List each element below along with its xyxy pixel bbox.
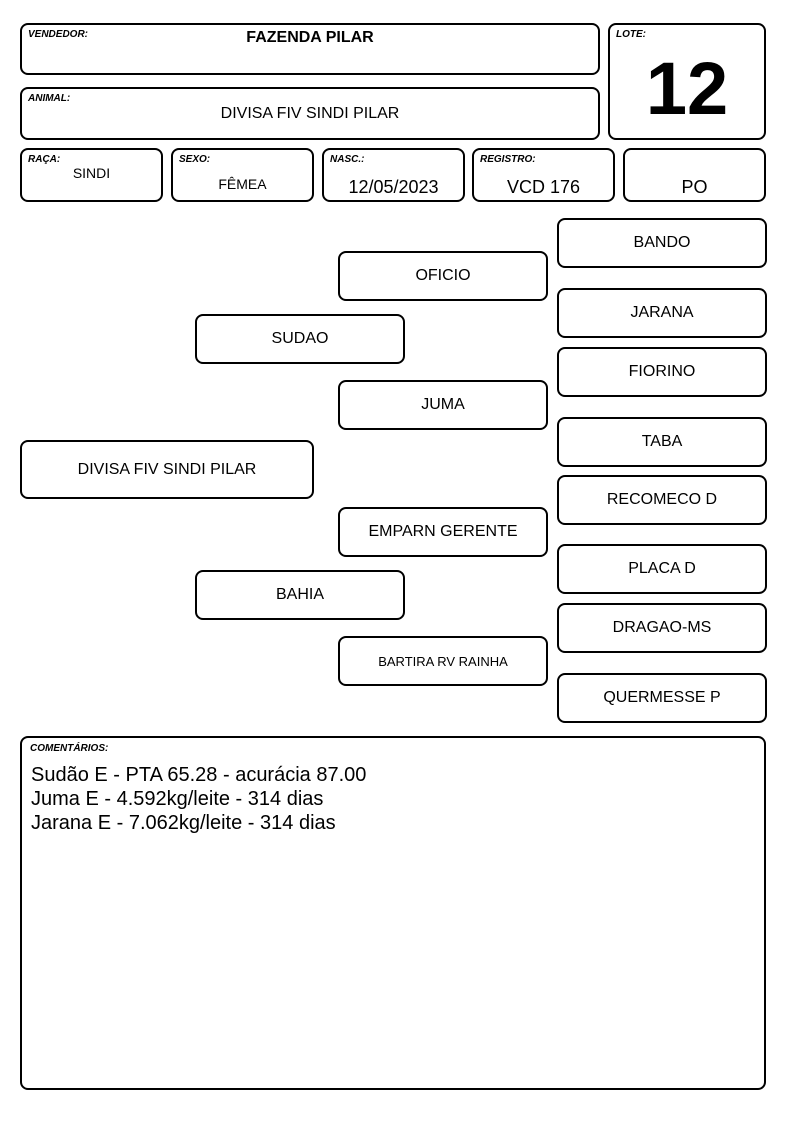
pedigree-animal: DIVISA FIV SINDI PILAR — [20, 440, 314, 499]
lote-label: LOTE: — [616, 29, 646, 40]
pedigree-dam-sire: EMPARN GERENTE — [338, 507, 548, 557]
sexo-value: FÊMEA — [218, 176, 267, 192]
animal-value: DIVISA FIV SINDI PILAR — [220, 105, 400, 122]
pedigree-ggp-7: DRAGAO-MS — [557, 603, 767, 653]
pedigree-dam: BAHIA — [195, 570, 405, 620]
raca-label: RAÇA: — [28, 154, 61, 165]
comment-line: Juma E - 4.592kg/leite - 314 dias — [31, 788, 324, 810]
categoria-box: PO — [623, 148, 766, 202]
registro-value: VCD 176 — [506, 177, 581, 197]
categoria-value: PO — [681, 177, 708, 197]
pedigree-sire-sire: OFICIO — [338, 251, 548, 301]
pedigree-ggp-2: JARANA — [557, 288, 767, 338]
pedigree-ggp-1: BANDO — [557, 218, 767, 268]
comments-label: COMENTÁRIOS: — [30, 743, 109, 754]
animal-box: ANIMAL: DIVISA FIV SINDI PILAR — [20, 87, 600, 140]
pedigree-ggp-4: TABA — [557, 417, 767, 467]
raca-value: SINDI — [72, 165, 111, 181]
vendedor-label: VENDEDOR: — [28, 29, 89, 40]
sexo-box: SEXO: FÊMEA — [171, 148, 314, 202]
lote-box: LOTE: 12 — [608, 23, 766, 140]
nasc-value: 12/05/2023 — [348, 177, 439, 197]
lote-number: 12 — [645, 47, 729, 130]
pedigree-ggp-5: RECOMECO D — [557, 475, 767, 525]
nasc-box: NASC.: 12/05/2023 — [322, 148, 465, 202]
vendedor-box: VENDEDOR: FAZENDA PILAR — [20, 23, 600, 75]
comments-text: Sudão E - PTA 65.28 - acurácia 87.00 Jum… — [31, 763, 366, 835]
registro-box: REGISTRO: VCD 176 — [472, 148, 615, 202]
registro-label: REGISTRO: — [480, 154, 536, 165]
comments-box: COMENTÁRIOS: Sudão E - PTA 65.28 - acurá… — [20, 736, 766, 1090]
raca-box: RAÇA: SINDI — [20, 148, 163, 202]
pedigree-sire: SUDAO — [195, 314, 405, 364]
pedigree-ggp-3: FIORINO — [557, 347, 767, 397]
animal-label: ANIMAL: — [28, 93, 71, 104]
sexo-label: SEXO: — [179, 154, 211, 165]
comment-line: Sudão E - PTA 65.28 - acurácia 87.00 — [31, 764, 367, 786]
pedigree-dam-dam: BARTIRA RV RAINHA — [338, 636, 548, 686]
pedigree-ggp-8: QUERMESSE P — [557, 673, 767, 723]
pedigree-sire-dam: JUMA — [338, 380, 548, 430]
nasc-label: NASC.: — [330, 154, 365, 165]
pedigree-ggp-6: PLACA D — [557, 544, 767, 594]
vendedor-value: FAZENDA PILAR — [246, 29, 374, 46]
comment-line: Jarana E - 7.062kg/leite - 314 dias — [31, 812, 336, 834]
